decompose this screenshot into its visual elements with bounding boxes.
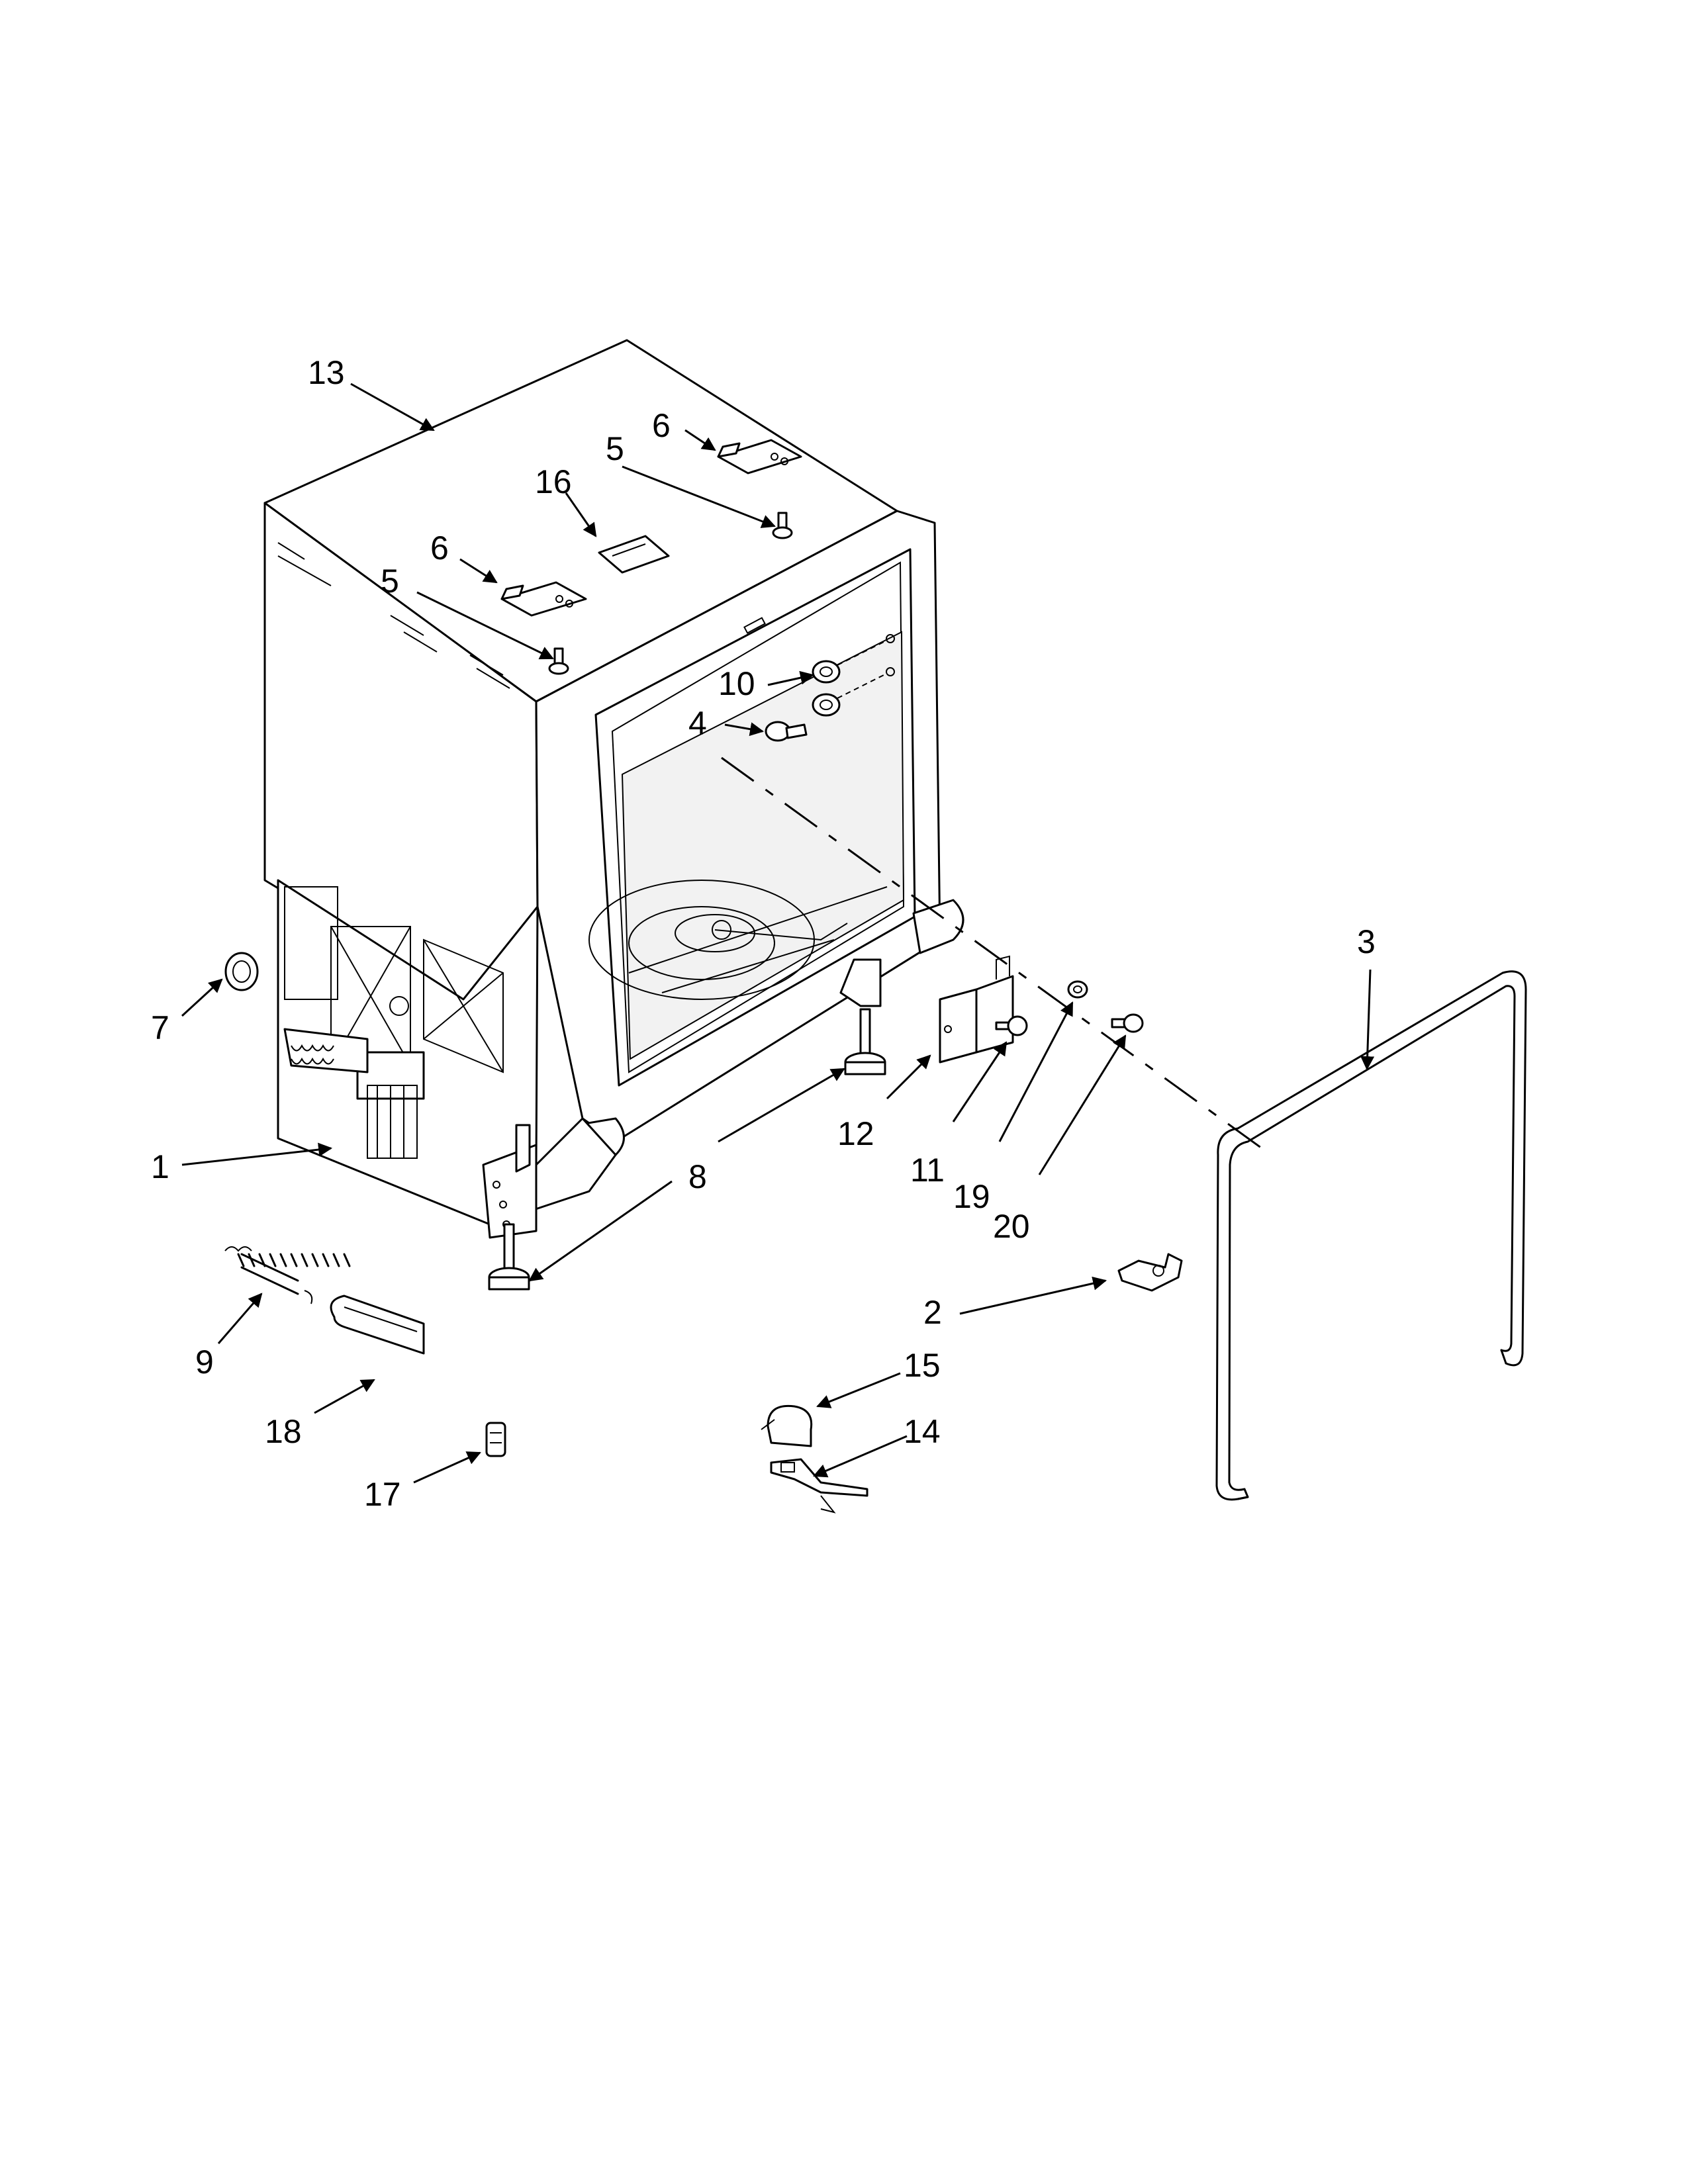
callout-18: 18 — [265, 1413, 302, 1450]
callout-14: 14 — [904, 1413, 941, 1450]
callout-8: 8 — [688, 1158, 707, 1195]
callout-5a: 5 — [381, 563, 399, 600]
callout-15: 15 — [904, 1347, 941, 1384]
screw-left — [548, 647, 569, 675]
washer-part — [1067, 980, 1088, 999]
door-bumper — [330, 1295, 425, 1355]
callout-6b: 6 — [652, 407, 671, 444]
clip-part — [598, 535, 670, 574]
roller-screw — [765, 721, 808, 742]
hinge-bracket-left — [500, 581, 587, 617]
callout-10: 10 — [718, 665, 755, 702]
callout-6a: 6 — [430, 529, 449, 567]
callout-7: 7 — [151, 1009, 169, 1046]
callout-16: 16 — [535, 463, 572, 500]
bracket-screw — [995, 1015, 1028, 1036]
callout-12: 12 — [837, 1115, 874, 1152]
callout-13: 13 — [308, 354, 345, 391]
door-gasket — [1215, 970, 1527, 1501]
screw-right — [772, 512, 793, 539]
alignment-line — [721, 756, 1272, 1156]
callout-11: 11 — [910, 1152, 945, 1189]
callout-3: 3 — [1357, 923, 1376, 960]
thermostat-bracket — [770, 1458, 868, 1514]
leader-lines — [181, 383, 1375, 1484]
mount-bracket — [939, 955, 1014, 1064]
leveling-leg-front — [844, 1008, 886, 1075]
callout-9: 9 — [195, 1343, 214, 1381]
callout-4: 4 — [688, 705, 707, 742]
callout-2: 2 — [923, 1294, 942, 1331]
callout-1: 1 — [151, 1148, 169, 1185]
washer-screw — [1111, 1013, 1144, 1033]
leveling-leg-rear — [488, 1223, 530, 1291]
callout-5b: 5 — [606, 430, 624, 467]
plug-part — [224, 952, 259, 991]
door-spring — [224, 1246, 351, 1304]
tub-assembly — [263, 339, 964, 1239]
rack-roller — [812, 634, 895, 717]
callout-20: 20 — [993, 1208, 1030, 1245]
callout-19: 19 — [953, 1178, 990, 1215]
callout-17: 17 — [364, 1476, 401, 1513]
hinge-bracket-right — [717, 439, 802, 475]
callout-labels: 1 2 3 4 5 5 6 6 7 8 9 10 11 12 13 14 15 … — [151, 354, 1376, 1513]
small-block — [485, 1422, 506, 1457]
door-latch — [1117, 1253, 1183, 1292]
thermostat-cap — [761, 1404, 813, 1447]
